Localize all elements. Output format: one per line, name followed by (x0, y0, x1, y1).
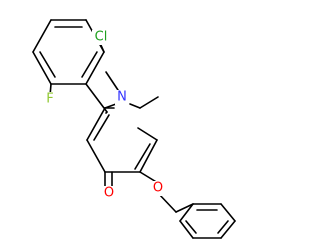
atom-o-carbonyl: O (104, 186, 114, 201)
bond-ch2-n (105, 111, 108, 114)
bond-ch2-ph (175, 203, 194, 213)
atom-f: F (46, 92, 53, 107)
bond-ph-e (179, 220, 194, 239)
bond-ph-double-2 (217, 220, 229, 234)
bond-c5-c6-double (93, 114, 110, 141)
bond-ph-b (220, 203, 236, 222)
atom-cl: Cl (95, 30, 108, 45)
bond-ch2-to-n (105, 71, 119, 91)
bond-c2-c3-double (134, 143, 151, 170)
bond-n-to-ring-left (104, 103, 117, 109)
bond-c5-c6 (86, 107, 106, 141)
bond-c4-c5 (86, 139, 106, 173)
bond-o-ch2 (157, 192, 177, 213)
bond-c2-c3 (139, 139, 158, 173)
bond-ph-f (179, 203, 194, 222)
bond-ar1-double-3 (39, 51, 56, 78)
bond-ph-double-3 (185, 220, 197, 234)
structure-drawing: Cl F N O O (32, 19, 236, 239)
atom-o-ether: O (153, 181, 163, 196)
molecule-canvas: Cl F N O O (32, 19, 236, 239)
bond-n-c2 (137, 127, 158, 141)
bond-n-to-c2 (129, 103, 141, 109)
bond-c2-methyl (139, 96, 159, 109)
atom-labels: Cl F N O O (44, 30, 165, 201)
bonds (32, 19, 236, 239)
bond-ar-ch2 (85, 83, 108, 113)
bond-ph-c (220, 220, 236, 239)
bond-ar1-f (32, 19, 52, 53)
bond-ar1-c (85, 51, 105, 85)
atom-n: N (117, 90, 127, 105)
bond-ar1-double-2 (81, 51, 98, 78)
bond-ar1-e (32, 51, 52, 85)
